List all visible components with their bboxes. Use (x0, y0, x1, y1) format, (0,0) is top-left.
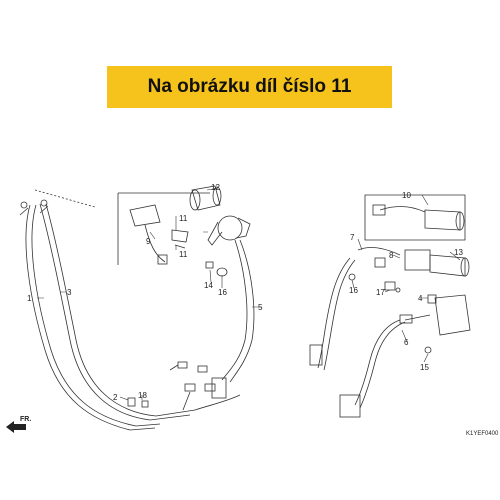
cable-holder-11 (171, 229, 189, 249)
callout-6: 6 (404, 338, 409, 347)
callout-17: 17 (376, 288, 385, 297)
callout-4: 4 (418, 294, 423, 303)
throttle-cable-1 (25, 204, 161, 431)
callout-18: 18 (138, 391, 147, 400)
callout-3: 3 (67, 288, 72, 297)
callout-9: 9 (146, 237, 151, 246)
front-direction-arrow-icon (6, 421, 26, 433)
part-number-banner: Na obrázku díl číslo 11 (107, 66, 392, 108)
cable-ends-top (19, 199, 49, 216)
callout-15: 15 (420, 363, 429, 372)
switch-assembly-7 (309, 247, 470, 371)
throttle-housing-center (205, 215, 251, 277)
callout-16: 16 (218, 288, 227, 297)
callout-11-lower: 11 (179, 250, 188, 259)
callout-14: 14 (204, 281, 213, 290)
screws-right (348, 273, 432, 354)
throttle-grip-12 (189, 185, 222, 211)
callout-16-right: 16 (349, 286, 358, 295)
callout-1: 1 (27, 294, 32, 303)
assembly-bracket-center (117, 192, 210, 265)
callout-13: 13 (454, 248, 463, 257)
callout-11-upper: 11 (179, 214, 188, 223)
leader-line-top (34, 189, 96, 208)
callout-2: 2 (113, 393, 118, 402)
throttle-cable-3 (39, 203, 196, 421)
cable-fittings-bottom (169, 361, 216, 411)
banner-text: Na obrázku díl číslo 11 (147, 76, 352, 97)
callout-10: 10 (402, 191, 411, 200)
drawing-code: K1YEF0400 (466, 431, 499, 437)
direction-label: FR. (20, 416, 31, 423)
callout-7: 7 (350, 233, 355, 242)
assembly-bracket-right (364, 194, 466, 241)
switch-assembly-6 (339, 294, 471, 418)
left-grip-10 (372, 204, 465, 231)
fasteners-2-18 (127, 397, 149, 408)
callout-12: 12 (211, 183, 220, 192)
callout-8: 8 (389, 251, 394, 260)
throttle-cable-5 (194, 239, 255, 411)
throttle-pipe-9 (129, 204, 168, 265)
callout-5: 5 (258, 303, 263, 312)
